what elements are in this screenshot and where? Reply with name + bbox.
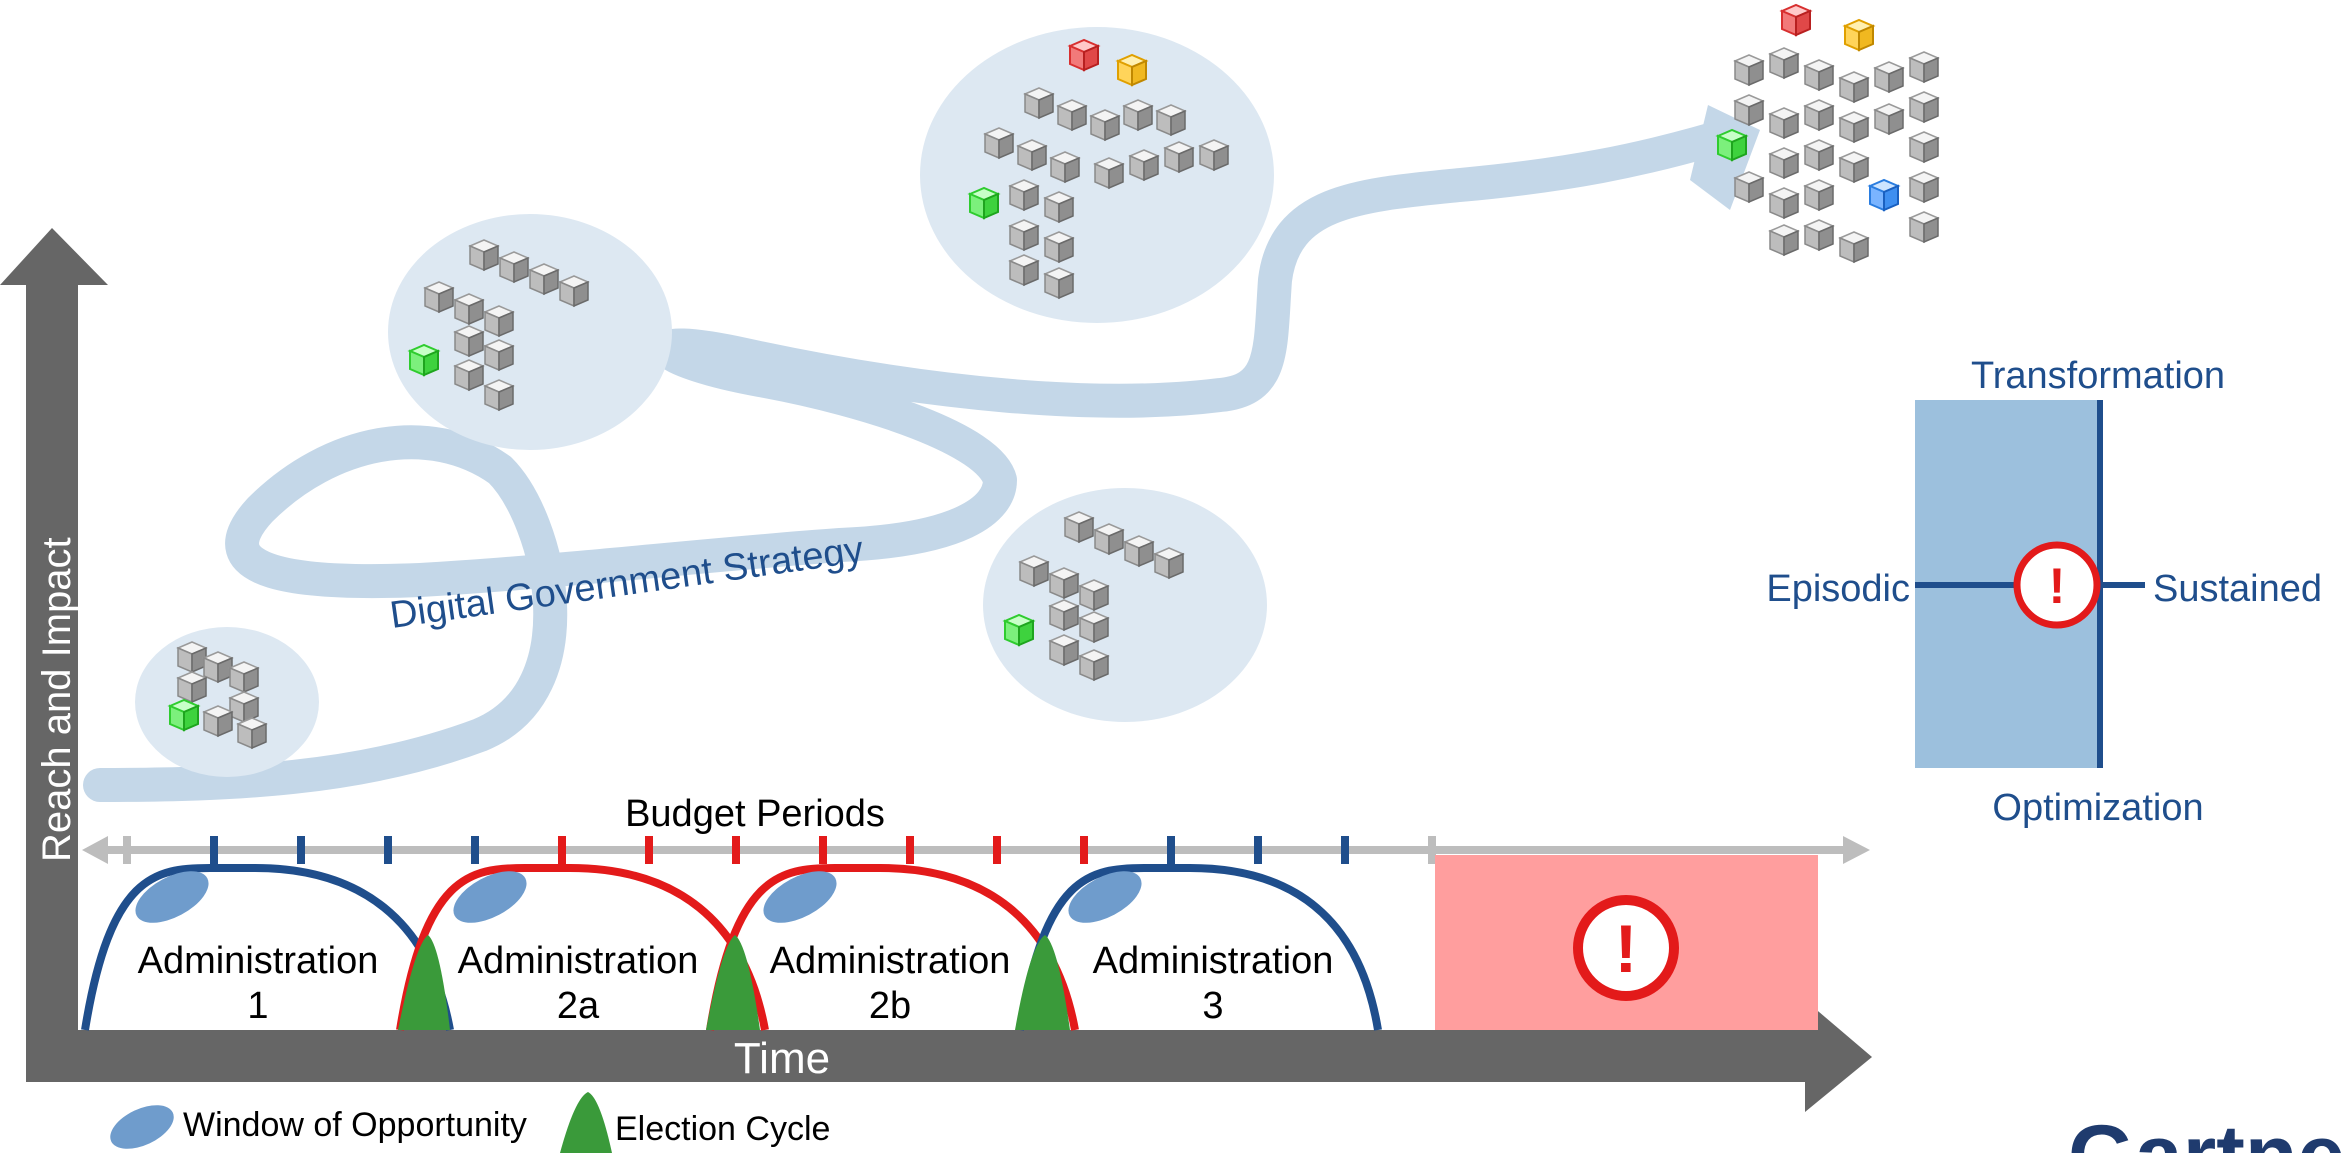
budget-period-tick	[471, 836, 479, 864]
gartner-logo: Gartner	[2068, 1108, 2348, 1153]
cube-cluster-2	[388, 214, 672, 450]
quadrant-marker: !	[2049, 558, 2066, 614]
legend: Window of Opportunity Election Cycle	[110, 1092, 830, 1153]
quadrant-bottom-label: Optimization	[1992, 787, 2203, 829]
budget-period-tick	[210, 836, 218, 864]
budget-period-tick	[645, 836, 653, 864]
quadrant-left-label: Episodic	[1766, 568, 1910, 610]
budget-period-tick	[1254, 836, 1262, 864]
legend-election-icon	[560, 1092, 612, 1153]
administration-1: Administration 1	[81, 864, 454, 1031]
cluster-2-background	[388, 214, 672, 450]
window-of-opportunity-marker	[763, 871, 837, 923]
cube-cluster-1	[135, 627, 319, 777]
x-axis: Time	[26, 1000, 1872, 1112]
strategy-quadrant: ! Transformation Optimization Episodic S…	[1766, 355, 2322, 829]
administration-3-number: 3	[1202, 985, 1223, 1027]
budget-period-tick	[732, 836, 740, 864]
cube-cluster-3	[920, 27, 1274, 323]
administration-2a-name: Administration	[458, 940, 699, 982]
green-cube	[169, 699, 199, 731]
budget-period-tick	[906, 836, 914, 864]
warning-mark: !	[1615, 911, 1638, 987]
window-of-opportunity-marker	[1068, 871, 1142, 923]
budget-period-tick	[558, 836, 566, 864]
budget-period-tick	[1428, 836, 1436, 864]
budget-period-tick	[993, 836, 1001, 864]
administration-2a: Administration 2a	[396, 864, 769, 1031]
budget-period-tick	[1080, 836, 1088, 864]
budget-periods-label: Budget Periods	[625, 793, 885, 835]
administration-2a-number: 2a	[557, 985, 600, 1027]
warning-icon	[1573, 895, 1679, 1001]
quadrant-top-label: Transformation	[1971, 355, 2225, 397]
administration-1-name: Administration	[138, 940, 379, 982]
window-of-opportunity-marker	[135, 871, 209, 923]
budget-period-tick	[384, 836, 392, 864]
window-of-opportunity-marker	[453, 871, 527, 923]
administrations: Administration 1 Administration 2a Admin…	[81, 864, 1382, 1031]
election-cycle-marker	[398, 935, 450, 1030]
administration-3-name: Administration	[1093, 940, 1334, 982]
budget-period-tick	[1167, 836, 1175, 864]
budget-period-tick	[123, 836, 131, 864]
cluster-4-background	[983, 488, 1267, 722]
y-axis: Reach and Impact	[0, 228, 108, 1080]
quadrant-warning-icon	[2013, 541, 2101, 629]
budget-period-tick	[297, 836, 305, 864]
budget-ticks	[123, 836, 1436, 864]
cube-cluster-4	[983, 488, 1267, 722]
legend-window-label: Window of Opportunity	[183, 1106, 527, 1144]
cluster-1-background	[135, 627, 319, 777]
warning-box: !	[1435, 855, 1818, 1030]
administration-1-number: 1	[247, 985, 268, 1027]
budget-periods: Budget Periods	[82, 793, 1870, 864]
y-axis-label: Reach and Impact	[35, 537, 79, 862]
legend-window-icon	[110, 1105, 174, 1149]
x-axis-arrowhead	[1805, 1000, 1872, 1112]
budget-period-tick	[819, 836, 827, 864]
x-axis-label: Time	[734, 1034, 830, 1083]
administration-2b-number: 2b	[869, 985, 911, 1027]
budget-period-tick	[1341, 836, 1349, 864]
election-cycle-marker	[706, 935, 760, 1030]
election-cycle-marker	[1015, 935, 1070, 1030]
administration-2b-name: Administration	[770, 940, 1011, 982]
legend-election-label: Election Cycle	[615, 1110, 830, 1148]
y-axis-arrowhead	[0, 228, 108, 285]
administration-3: Administration 3	[1015, 864, 1382, 1031]
quadrant-right-label: Sustained	[2153, 568, 2322, 610]
